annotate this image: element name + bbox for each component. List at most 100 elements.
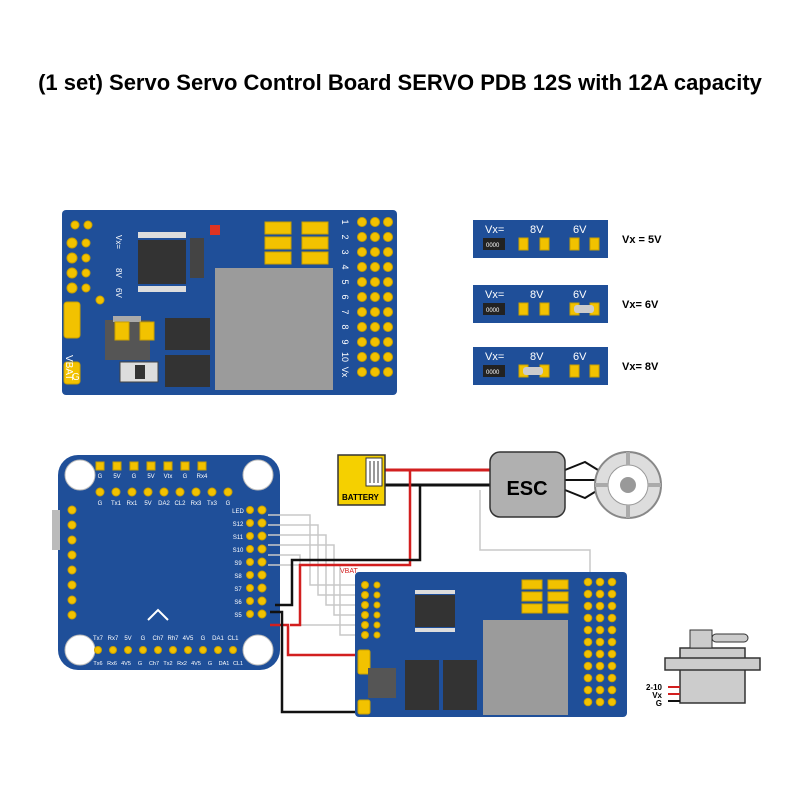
fc-pad xyxy=(246,571,254,579)
fc-pad-label: DA1 xyxy=(219,661,230,667)
bottom-board-pad xyxy=(361,601,369,609)
fc-pad xyxy=(67,580,77,590)
vx-option-resistor xyxy=(483,303,505,315)
header-pin xyxy=(607,637,617,647)
fc-pad-label: S9 xyxy=(234,561,242,567)
vx-option-caption: Vx= 8V xyxy=(622,361,659,373)
fc-pad xyxy=(67,565,77,575)
header-pin xyxy=(607,601,617,611)
servo: 2-10 Vx G xyxy=(646,629,761,708)
top-board-jumper-label: Vx= xyxy=(114,235,123,249)
header-pin xyxy=(383,262,393,272)
top-board-channel-label: Vx xyxy=(340,367,350,378)
bottom-board-vbat-pad xyxy=(357,649,371,675)
top-board-right-header xyxy=(357,217,393,377)
vx-option-label: 6V xyxy=(573,224,587,236)
fc-pad-label: S12 xyxy=(233,522,244,528)
fc-pad xyxy=(223,487,233,497)
header-pin xyxy=(383,277,393,287)
header-pin xyxy=(357,337,367,347)
top-board-inductor xyxy=(215,268,333,390)
header-pin xyxy=(383,352,393,362)
top-board-channel-label: 3 xyxy=(340,249,350,254)
fc-mount-hole-tr xyxy=(242,459,274,491)
fc-pad-label: Tx2 xyxy=(163,661,172,667)
header-pin xyxy=(357,292,367,302)
bottom-board-mosfet-2 xyxy=(443,660,477,710)
fc-pad xyxy=(67,520,77,530)
esc-label: ESC xyxy=(506,478,547,500)
bottom-board-capacitors xyxy=(521,579,569,614)
header-pin xyxy=(370,322,380,332)
vx-option-label: 6V xyxy=(573,289,587,301)
header-pin xyxy=(595,637,605,647)
header-pin xyxy=(607,577,617,587)
motor xyxy=(594,451,662,519)
fc-pad-label: Tx3 xyxy=(207,501,218,507)
vx-option-resistor xyxy=(483,238,505,250)
bottom-board-pad xyxy=(361,581,369,589)
header-pin xyxy=(383,337,393,347)
header-pin xyxy=(583,577,593,587)
bottom-board-inductor xyxy=(483,620,568,715)
bottom-board-g-pad xyxy=(357,699,371,715)
header-pin xyxy=(357,322,367,332)
esc: ESC xyxy=(489,451,566,518)
bottom-board-pad xyxy=(373,621,381,629)
fc-pad xyxy=(67,505,77,515)
fc-pad-label: G xyxy=(208,661,212,667)
fc-pad xyxy=(257,505,267,515)
fc-pcb xyxy=(58,455,280,670)
vx-option-label: 6V xyxy=(573,351,587,363)
fc-pad-label: Rx3 xyxy=(191,501,202,507)
vx-option-label: Vx= xyxy=(485,289,504,301)
fc-pad-label: 5V xyxy=(113,474,120,480)
header-pin xyxy=(595,661,605,671)
fc-pad xyxy=(67,595,77,605)
top-board-g-label: G xyxy=(72,372,80,383)
header-pin xyxy=(370,352,380,362)
header-pin xyxy=(607,589,617,599)
vx-option-label: Vx= xyxy=(485,351,504,363)
fc-pad xyxy=(109,646,117,654)
header-pin xyxy=(607,649,617,659)
header-pin xyxy=(595,577,605,587)
fc-pad-label: CL1 xyxy=(233,661,243,667)
header-pin xyxy=(370,307,380,317)
bottom-servo-board: VBAT xyxy=(340,568,627,717)
servo-pin-vx: Vx xyxy=(652,691,662,700)
fc-pad xyxy=(139,646,147,654)
fc-pad-label: Ch7 xyxy=(152,636,164,642)
fc-pad xyxy=(197,461,207,471)
page-title: (1 set) Servo Servo Control Board SERVO … xyxy=(38,70,762,95)
fc-pad-label: 4V5 xyxy=(183,636,194,642)
header-pin xyxy=(583,601,593,611)
servo-pin-signal: 2-10 xyxy=(646,683,663,692)
fc-pad-label: G xyxy=(98,501,103,507)
top-board-mcu-chip xyxy=(138,240,186,284)
fc-pad xyxy=(246,506,254,514)
fc-mount-hole-br xyxy=(242,634,274,666)
header-pin xyxy=(357,277,367,287)
fc-pad-label: LED xyxy=(232,509,244,515)
fc-pad xyxy=(169,646,177,654)
fc-pad xyxy=(199,646,207,654)
bottom-board-pad xyxy=(373,591,381,599)
fc-pad xyxy=(257,570,267,580)
fc-pad xyxy=(67,550,77,560)
fc-pad-label: G xyxy=(141,636,146,642)
fc-pad-label: DA1 xyxy=(212,636,224,642)
vx-option-label: 8V xyxy=(530,224,544,236)
servo-pin-g: G xyxy=(656,699,662,708)
top-board-left-pads xyxy=(63,220,105,385)
vx-option-caption: Vx= 6V xyxy=(622,299,659,311)
fc-pad xyxy=(246,519,254,527)
header-pin xyxy=(607,673,617,683)
bottom-board-pad xyxy=(361,591,369,599)
bottom-board-regulator xyxy=(368,668,396,698)
header-pin xyxy=(583,673,593,683)
